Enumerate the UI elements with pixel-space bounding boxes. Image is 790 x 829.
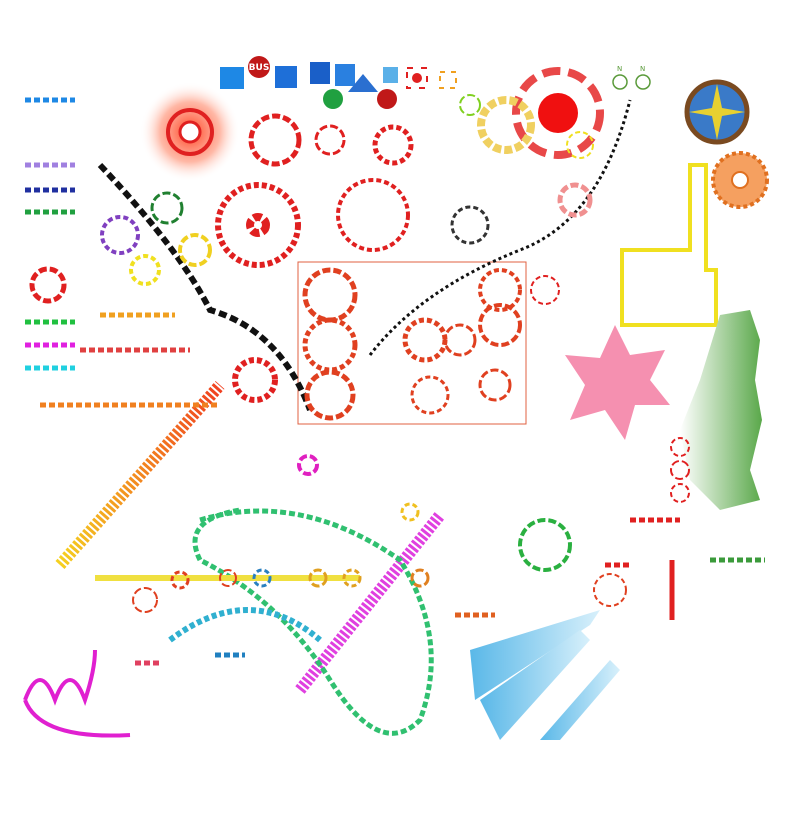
- green-dashed-swirl: [192, 507, 434, 736]
- decorative-ring: [219, 569, 237, 587]
- decorative-ring: [400, 502, 420, 522]
- decorative-ring: [478, 268, 522, 312]
- decorative-ring: [372, 124, 414, 166]
- decorative-ring: [566, 131, 594, 159]
- decorative-ring: [670, 460, 690, 480]
- decorative-ring: [302, 267, 358, 323]
- big-red-dot: [538, 93, 578, 133]
- ring-collection-frame: [297, 261, 527, 425]
- orange-target-center: [731, 171, 749, 189]
- red-button-icon: [377, 89, 397, 109]
- blue-fan-arrow-2: [480, 630, 590, 740]
- big-dashed-ring: [512, 67, 604, 159]
- decorative-ring: [450, 205, 490, 245]
- decorative-ring: [246, 213, 270, 237]
- orange-frame-icon: [439, 71, 457, 89]
- train-sign-icon: [335, 64, 355, 86]
- magenta-diagonal-arrow: [295, 511, 445, 694]
- decorative-ring: [178, 233, 212, 267]
- decorative-ring: [530, 275, 560, 305]
- decorative-ring: [248, 113, 302, 167]
- decorative-ring: [443, 323, 477, 357]
- decorative-ring: [593, 573, 627, 607]
- star-burst-icon: [565, 325, 670, 440]
- sign-icons-row: BUS: [220, 56, 457, 109]
- decorative-ring: [170, 570, 190, 590]
- decorative-ring: [336, 178, 410, 252]
- decorative-ring: [304, 369, 356, 421]
- target-frame-icon: [406, 67, 428, 89]
- decorative-ring: [297, 454, 319, 476]
- bus-badge-icon: [248, 56, 270, 78]
- blue-fan-arrow-1: [470, 610, 600, 700]
- bus-badge-label: BUS: [249, 63, 270, 73]
- decorative-ring: [410, 375, 450, 415]
- airplane-sign-icon: [383, 67, 398, 83]
- decorative-ring: [410, 568, 430, 588]
- bus-sign-icon: [220, 67, 244, 89]
- decorative-ring: [215, 182, 301, 268]
- black-dashed-path-1: [97, 162, 313, 412]
- glow-target-center: [178, 120, 202, 144]
- orange-diagonal-arrow: [55, 381, 225, 569]
- black-dashed-path-2: [368, 99, 632, 356]
- decorative-ring: [314, 124, 346, 156]
- decorative-ring: [252, 568, 272, 588]
- compass-n-label-1: N: [617, 65, 622, 73]
- decorative-ring: [670, 437, 690, 457]
- cyan-dashed-arc: [168, 607, 322, 643]
- target-dot: [412, 73, 422, 83]
- decorative-ring: [670, 483, 690, 503]
- decorative-ring: [132, 587, 158, 613]
- decorative-ring: [129, 254, 161, 286]
- compass-rose-icon: [684, 79, 750, 145]
- pedestrian-sign-icon: [310, 62, 330, 84]
- decorative-ring: [478, 368, 512, 402]
- green-button-icon: [323, 89, 343, 109]
- decorative-ring: [518, 518, 572, 572]
- decorative-ring: [402, 317, 448, 363]
- car-sign-icon: [275, 66, 297, 88]
- decorative-ring: [459, 94, 481, 116]
- glow-target-ring: [166, 108, 214, 156]
- decorative-ring: [232, 357, 278, 403]
- compass-small-1: [612, 74, 628, 90]
- decorative-ring: [557, 182, 593, 218]
- magenta-squiggle: [23, 649, 131, 738]
- decorative-ring: [29, 266, 67, 304]
- decorative-ring: [342, 568, 362, 588]
- decorative-ring: [477, 96, 535, 154]
- pointing-hand-icon: [620, 163, 718, 327]
- compass-small-2: [635, 74, 651, 90]
- ship-warning-icon: [348, 74, 378, 92]
- map-region-icon: [680, 310, 762, 510]
- decorative-ring: [150, 191, 184, 225]
- decorative-ring: [302, 317, 358, 373]
- decorative-ring: [308, 568, 328, 588]
- blue-fan-arrow-3: [540, 660, 620, 740]
- compass-n-label-2: N: [640, 65, 645, 73]
- decorative-ring: [478, 303, 522, 347]
- decorative-ring: [100, 215, 140, 255]
- ring-group: [25, 94, 765, 666]
